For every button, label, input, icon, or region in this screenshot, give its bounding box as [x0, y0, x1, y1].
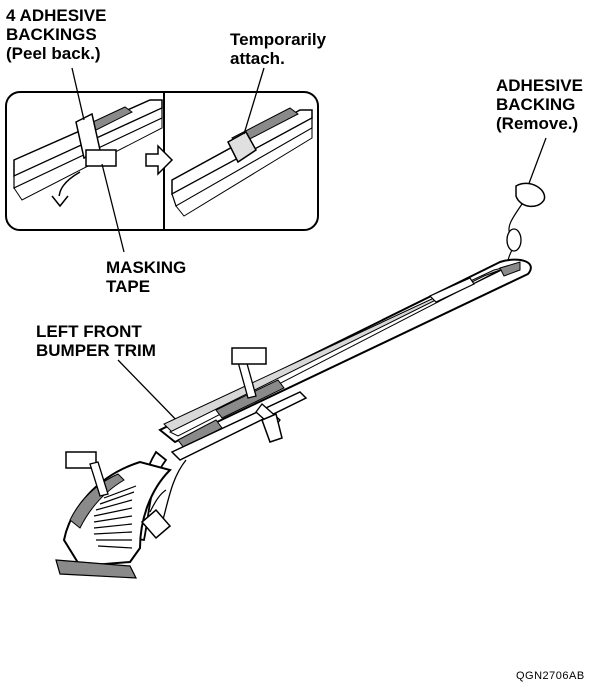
masking-tape-piece — [85, 149, 117, 167]
bumper-trim-body — [130, 258, 532, 542]
right-arrow-icon — [145, 144, 174, 176]
removed-adhesive-backing — [506, 182, 546, 271]
label-adhesive-backing-remove: ADHESIVE BACKING (Remove.) — [496, 76, 583, 133]
backing-tab-1 — [231, 347, 267, 399]
label-adhesive-backings: 4 ADHESIVE BACKINGS (Peel back.) — [6, 6, 107, 63]
label-masking-tape: MASKING TAPE — [106, 258, 187, 296]
backing-tab-3 — [65, 451, 109, 497]
label-left-front-bumper-trim: LEFT FRONT BUMPER TRIM — [36, 322, 156, 360]
figure-code: QGN2706AB — [516, 670, 585, 682]
curved-arrow-icon — [51, 171, 81, 208]
backing-tab-2 — [255, 403, 283, 443]
inset-left-peeled-backing — [75, 112, 117, 167]
label-temporarily-attach: Temporarily attach. — [230, 30, 327, 68]
bumper-trim-front-end — [55, 460, 172, 579]
backing-tab-4 — [140, 489, 172, 540]
leader-lines — [71, 67, 547, 431]
inset-right-attached-backing — [227, 130, 257, 164]
